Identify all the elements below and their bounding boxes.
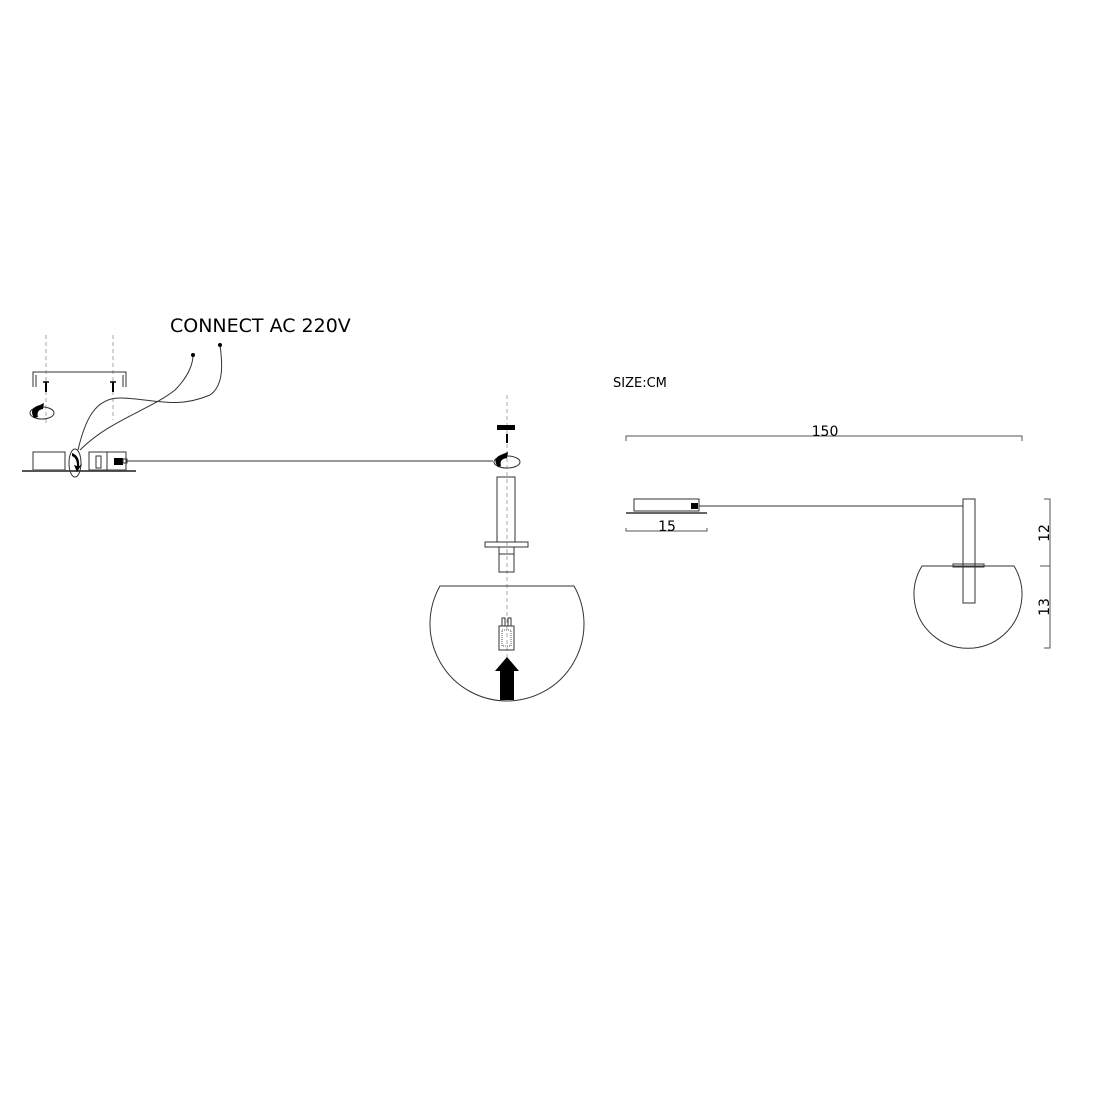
length-dimension-line <box>625 435 1023 441</box>
canopy-dimension-line <box>625 528 708 532</box>
screw-icon <box>43 381 49 392</box>
stem-side <box>962 498 976 567</box>
shade-height-label: 13 <box>1037 598 1053 616</box>
rotate-icon <box>493 452 521 469</box>
cap <box>497 425 515 430</box>
screw-icon <box>110 381 116 392</box>
bulb-side <box>962 566 976 604</box>
canopy-side <box>633 498 700 512</box>
socket <box>498 546 515 573</box>
rotate-icon <box>29 403 55 420</box>
power-wire <box>79 354 194 451</box>
pendant-assembly <box>429 395 585 702</box>
power-wire <box>77 344 223 451</box>
stem-tube <box>496 476 516 543</box>
glass-shade <box>429 585 585 702</box>
insert-arrow-icon <box>495 657 519 700</box>
connect-label: CONNECT AC 220V <box>170 315 351 337</box>
shade-side <box>913 565 1023 649</box>
canopy-cover <box>32 451 66 471</box>
size-unit-label: SIZE:CM <box>613 376 667 391</box>
stem-height-label: 12 <box>1037 524 1053 542</box>
rotate-icon <box>68 448 82 478</box>
canopy-assembly: CONNECT AC 220V <box>22 315 351 478</box>
canopy-dimension-label: 15 <box>658 519 676 535</box>
g9-bulb-icon <box>498 617 515 651</box>
dimension-view: SIZE:CM 150 15 12 13 <box>613 376 1053 649</box>
mounting-bracket <box>32 371 127 387</box>
connector <box>114 458 123 465</box>
length-dimension-label: 150 <box>812 424 839 440</box>
